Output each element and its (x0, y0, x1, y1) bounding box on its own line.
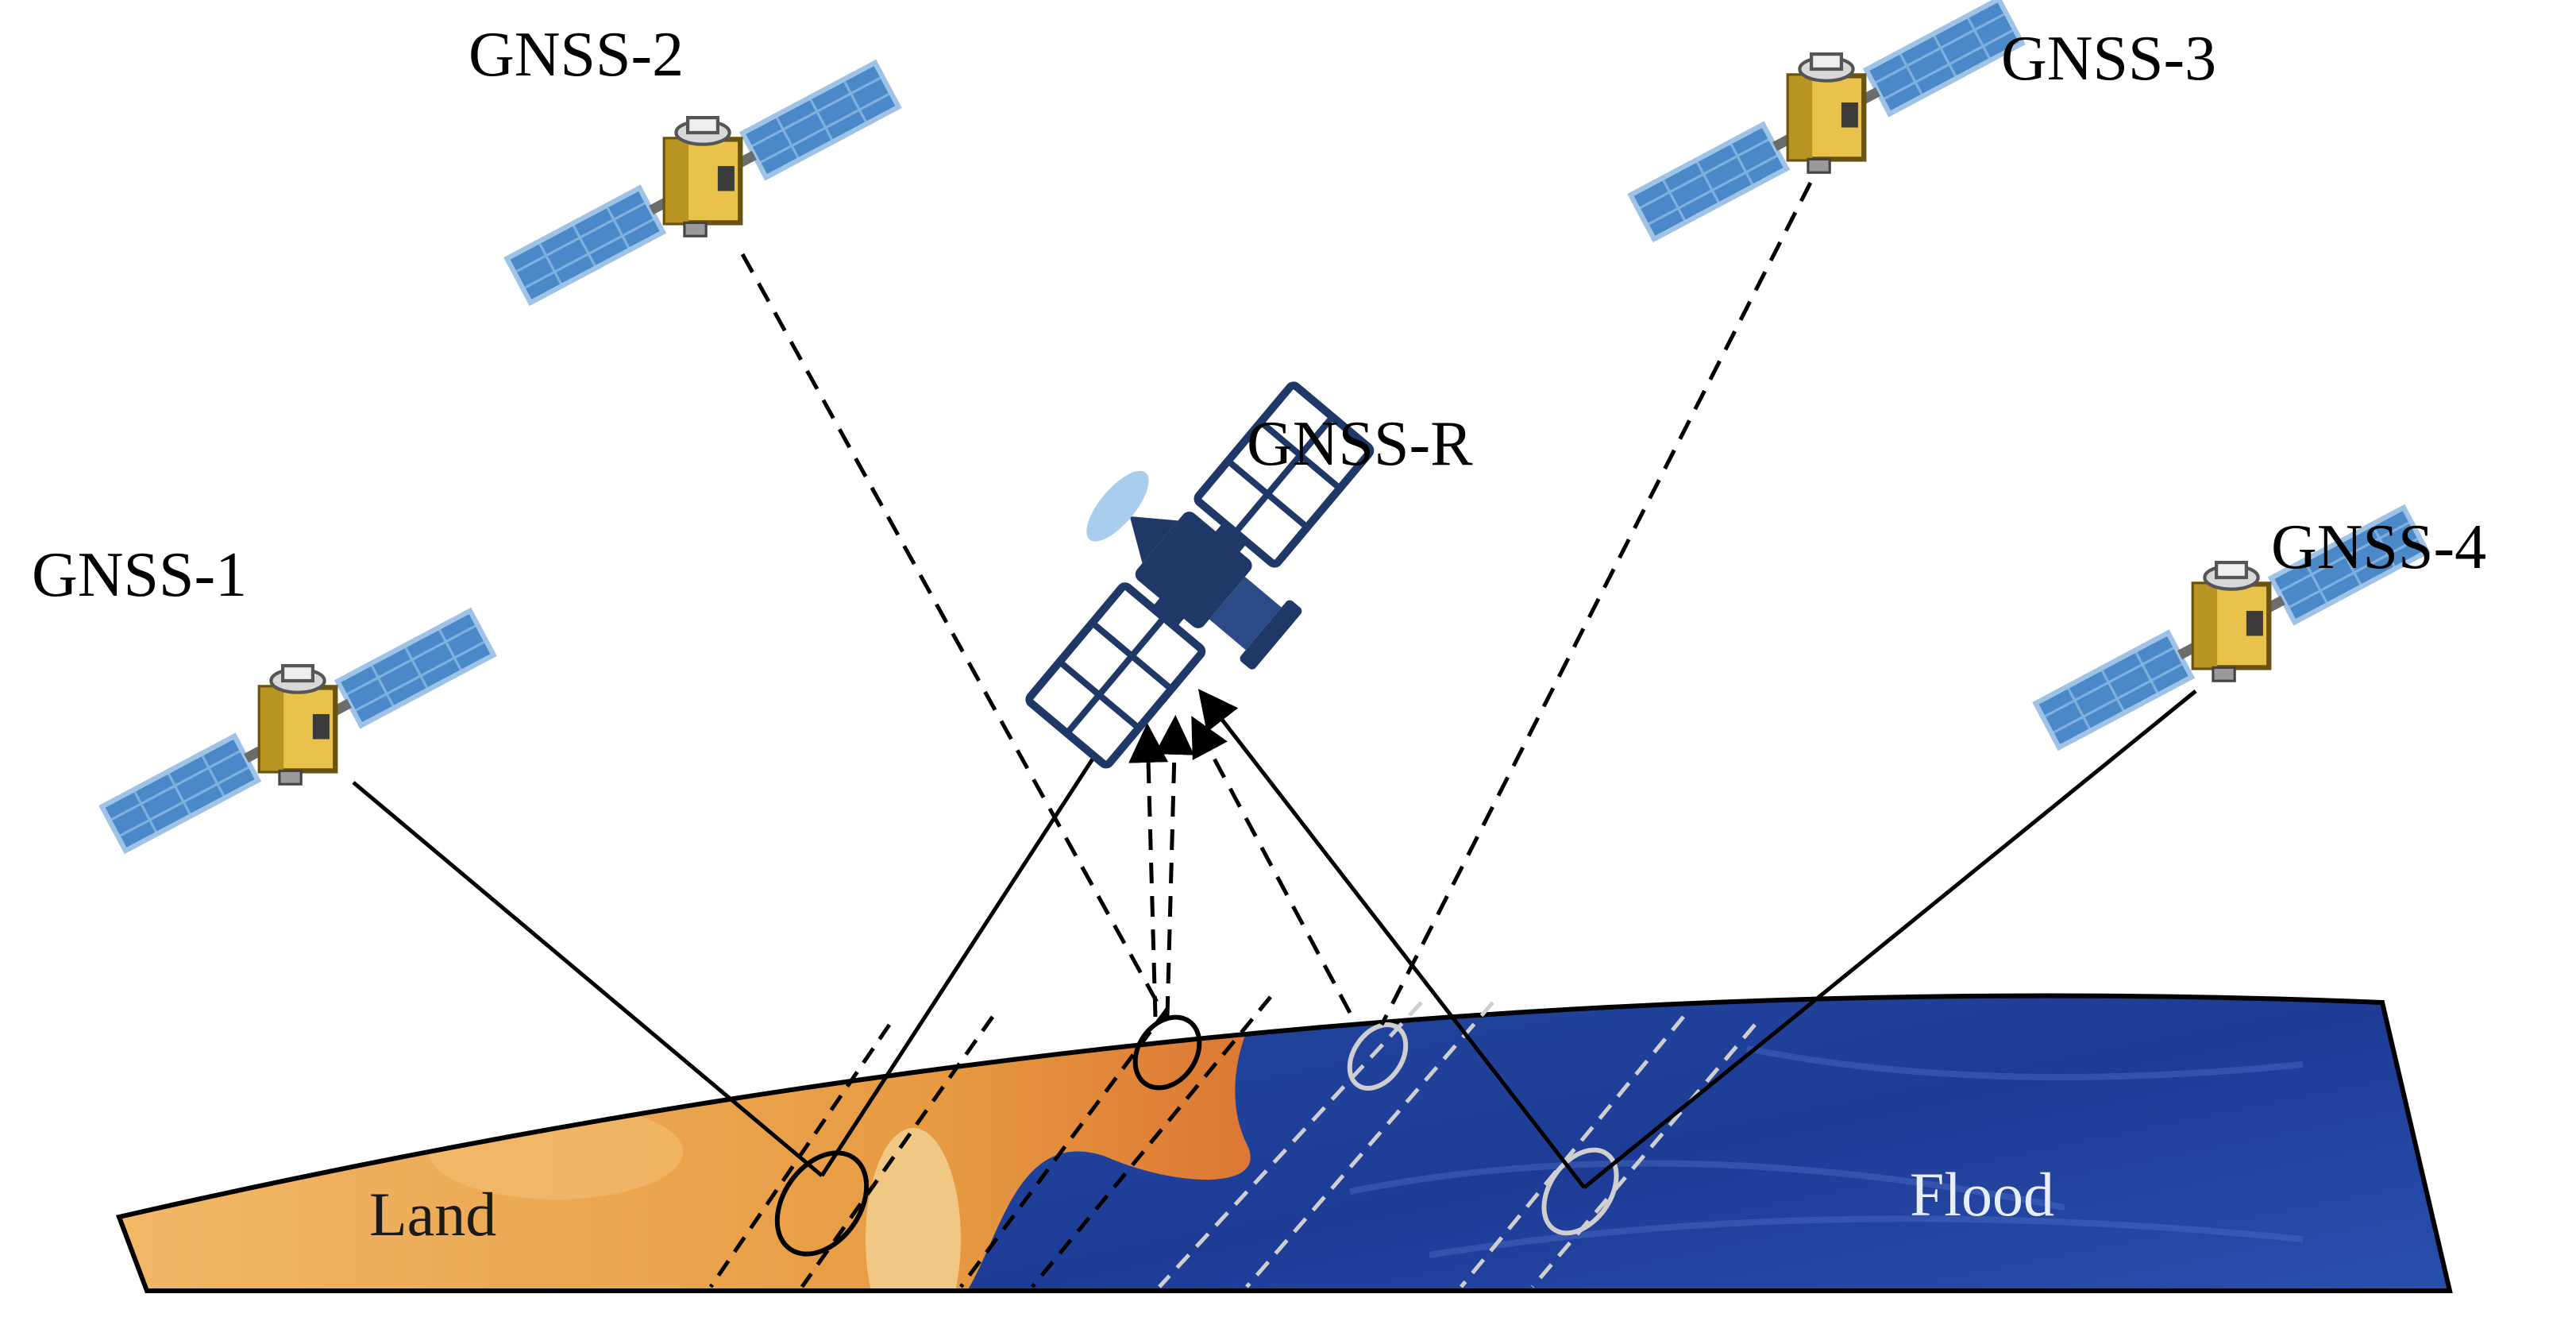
satellite-gnss3-icon (1630, 0, 2022, 239)
earth-surface (115, 993, 2453, 1293)
label-gnss1: GNSS-1 (32, 540, 247, 610)
reflected-gnss2b (1154, 715, 1194, 1018)
label-land: Land (369, 1180, 496, 1249)
reflected-signal-paths (819, 689, 1586, 1189)
reflected-gnss1 (819, 692, 1136, 1177)
gnss-r-receiver-icon (1025, 381, 1375, 769)
satellite-gnss1-icon (102, 611, 493, 851)
reflected-gnss3 (1191, 716, 1352, 1014)
reflected-gnss4 (1197, 689, 1586, 1189)
footprint-gnss2 (1132, 1014, 1202, 1091)
label-gnss3: GNSS-3 (2001, 24, 2216, 94)
reflected-gnss2a (1128, 723, 1169, 1018)
incident-gnss4 (1583, 689, 2197, 1189)
earth-outline (115, 993, 2453, 1293)
footprint-gnss3 (1347, 1022, 1409, 1091)
footprint-gnss1 (774, 1150, 870, 1257)
incident-signal-paths (352, 181, 2197, 1189)
specular-footprints (774, 1014, 1619, 1257)
label-gnss4: GNSS-4 (2271, 512, 2486, 582)
incident-gnss2 (740, 253, 1170, 1022)
footprint-gnss4 (1541, 1147, 1619, 1236)
satellite-gnss2-icon (507, 63, 898, 303)
label-gnss2: GNSS-2 (469, 20, 684, 90)
incident-gnss3 (1379, 181, 1813, 1026)
incident-gnss1 (352, 781, 823, 1177)
label-flood: Flood (1910, 1160, 2054, 1229)
label-gnssr: GNSS-R (1247, 409, 1473, 479)
flood-region (965, 995, 2450, 1291)
